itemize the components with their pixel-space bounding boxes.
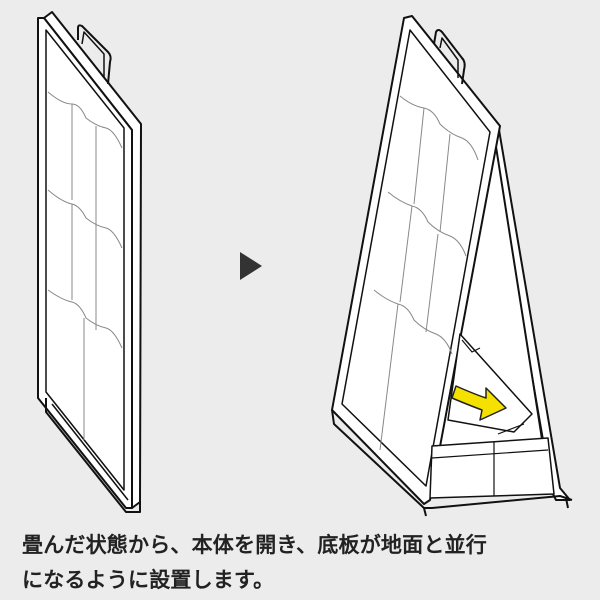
folded-stand-handle [77,24,112,85]
instruction-caption: 畳んだ状態から、本体を開き、底板が地面と並行 になるように設置します。 [22,528,582,598]
opened-stand-pockets [373,95,479,451]
opened-stand-bottom-box [429,437,555,499]
folded-stand-pockets [47,91,123,440]
folded-stand [37,11,142,513]
curved-arrow-icon [451,385,507,421]
opened-stand-front-panel [341,29,491,487]
folded-stand-inner-panel [45,29,125,491]
bottom-board [447,333,533,433]
caption-line-1: 畳んだ状態から、本体を開き、底板が地面と並行 [22,533,487,557]
opened-stand-base-rail [331,409,573,509]
setup-illustration [37,11,573,517]
caption-line-2: になるように設置します。 [22,568,275,592]
play-triangle-icon [240,252,262,280]
folded-stand-feet [45,398,141,513]
opened-stand-handle [433,29,466,85]
opened-stand [331,15,573,517]
